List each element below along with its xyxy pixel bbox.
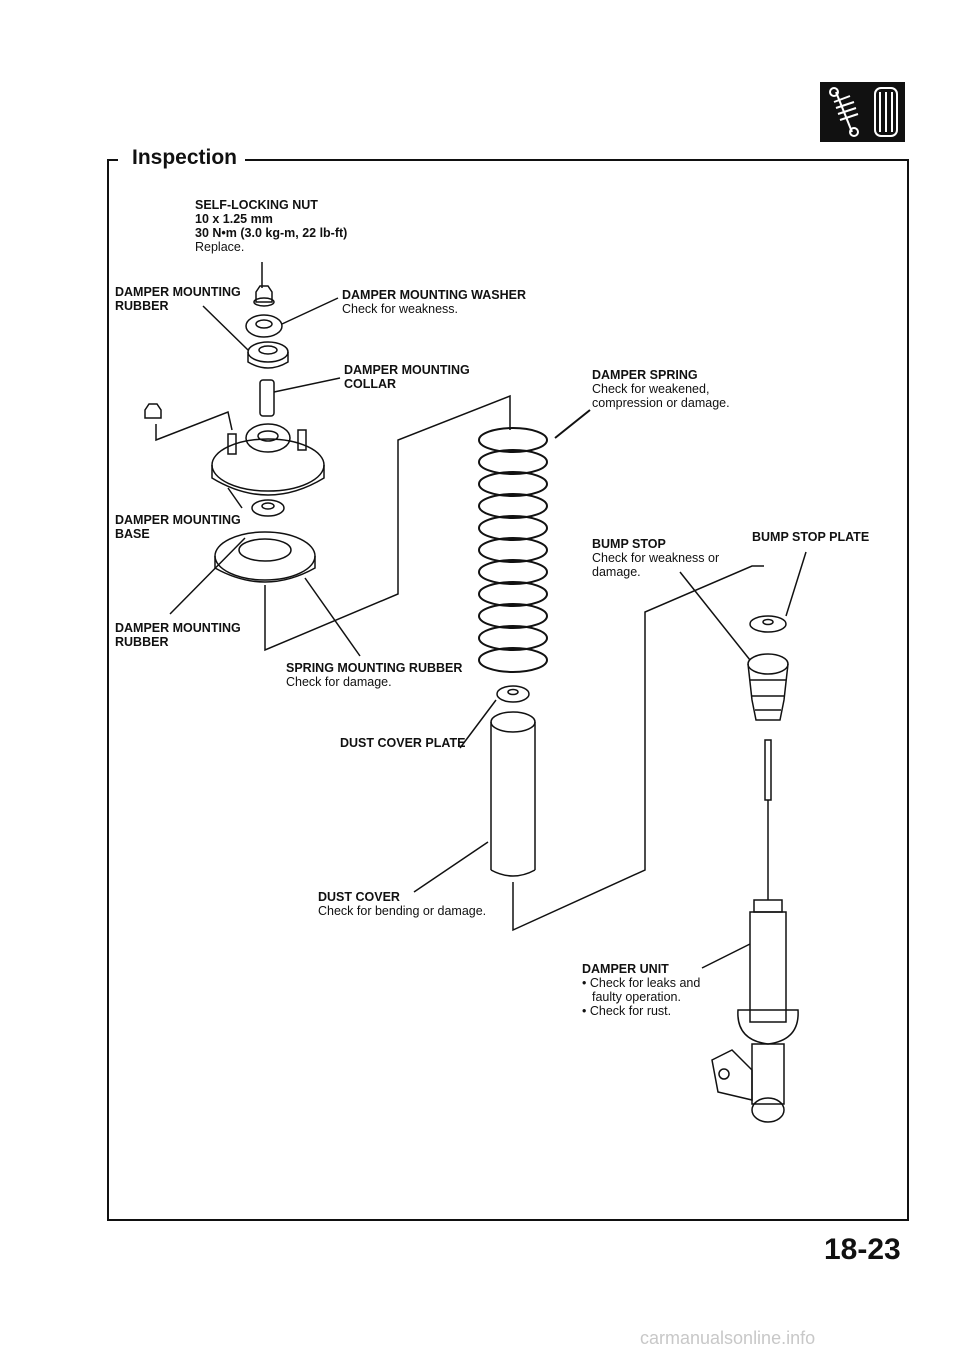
label-title: DUST COVER <box>318 890 400 904</box>
label-line: DAMPER MOUNTING <box>115 621 241 635</box>
label-note: • Check for leaks and <box>582 976 701 990</box>
label-spring-mounting-rubber: SPRING MOUNTING RUBBER Check for damage. <box>286 661 462 689</box>
group-line-right <box>512 565 764 932</box>
label-title: DUST COVER PLATE <box>340 736 466 750</box>
mounting-base-part <box>211 423 325 509</box>
label-line: DAMPER MOUNTING <box>115 513 241 527</box>
label-title: SELF-LOCKING NUT <box>195 198 318 212</box>
label-title: SPRING MOUNTING RUBBER <box>286 661 463 675</box>
bump-stop-part <box>679 571 789 721</box>
label-mounting-rubber-top: DAMPER MOUNTING RUBBER <box>115 285 241 313</box>
dust-cover-part <box>413 711 536 893</box>
label-mounting-washer: DAMPER MOUNTING WASHER Check for weaknes… <box>342 288 526 316</box>
mounting-washer-part <box>245 297 339 338</box>
label-note: Check for weakened, <box>592 382 710 396</box>
label-spec: 10 x 1.25 mm <box>195 212 273 226</box>
label-dust-cover-plate: DUST COVER PLATE <box>340 736 465 750</box>
watermark: carmanualsonline.info <box>640 1328 816 1348</box>
section-title: Inspection <box>126 146 244 170</box>
label-note: compression or damage. <box>592 396 730 410</box>
label-line: COLLAR <box>344 377 397 391</box>
label-damper-spring: DAMPER SPRING Check for weakened, compre… <box>592 368 730 410</box>
spring-mounting-rubber-part <box>169 531 361 657</box>
label-spec: 30 N•m (3.0 kg-m, 22 lb-ft) <box>195 226 348 240</box>
label-title: BUMP STOP PLATE <box>752 530 870 544</box>
dust-cover-plate-part <box>459 685 530 749</box>
self-locking-nut-top <box>253 262 275 307</box>
label-mounting-base: DAMPER MOUNTING BASE <box>115 513 241 541</box>
section-frame <box>107 159 909 1221</box>
mounting-rubber-lower-small-part <box>251 499 285 517</box>
label-title: BUMP STOP <box>592 537 666 551</box>
label-damper-unit: DAMPER UNIT • Check for leaks and faulty… <box>582 962 700 1018</box>
mounting-collar-part <box>259 377 341 417</box>
mounting-rubber-top-part <box>202 305 289 369</box>
label-title: DAMPER UNIT <box>582 962 669 976</box>
label-note: Check for weakness. <box>342 302 459 316</box>
label-title: DAMPER MOUNTING WASHER <box>342 288 527 302</box>
label-bump-stop: BUMP STOP Check for weakness or damage. <box>592 537 719 579</box>
damper-spring-part <box>478 409 591 673</box>
label-line: RUBBER <box>115 299 169 313</box>
label-note: faulty operation. <box>592 990 681 1004</box>
label-mounting-collar: DAMPER MOUNTING COLLAR <box>344 363 470 391</box>
bump-stop-plate-part <box>749 551 807 633</box>
label-note: damage. <box>592 565 641 579</box>
label-line: DAMPER MOUNTING <box>344 363 470 377</box>
label-note: Check for damage. <box>286 675 392 689</box>
label-bump-stop-plate: BUMP STOP PLATE <box>752 530 869 544</box>
label-title: DAMPER SPRING <box>592 368 698 382</box>
label-note: Replace. <box>195 240 245 254</box>
damper-unit-part <box>701 739 799 1123</box>
label-mounting-rubber-bottom: DAMPER MOUNTING RUBBER <box>115 621 241 649</box>
label-dust-cover: DUST COVER Check for bending or damage. <box>318 890 486 918</box>
suspension-section-icon <box>820 82 905 142</box>
label-line: DAMPER MOUNTING <box>115 285 241 299</box>
left-nut-part <box>144 403 233 442</box>
label-note: • Check for rust. <box>582 1004 672 1018</box>
label-note: Check for weakness or <box>592 551 720 565</box>
label-line: RUBBER <box>115 635 169 649</box>
label-self-locking-nut: SELF-LOCKING NUT 10 x 1.25 mm 30 N•m (3.… <box>195 198 347 254</box>
label-note: Check for bending or damage. <box>318 904 487 918</box>
page-number: 18-23 <box>824 1233 901 1266</box>
label-line: BASE <box>115 527 150 541</box>
group-line-left <box>264 394 511 652</box>
